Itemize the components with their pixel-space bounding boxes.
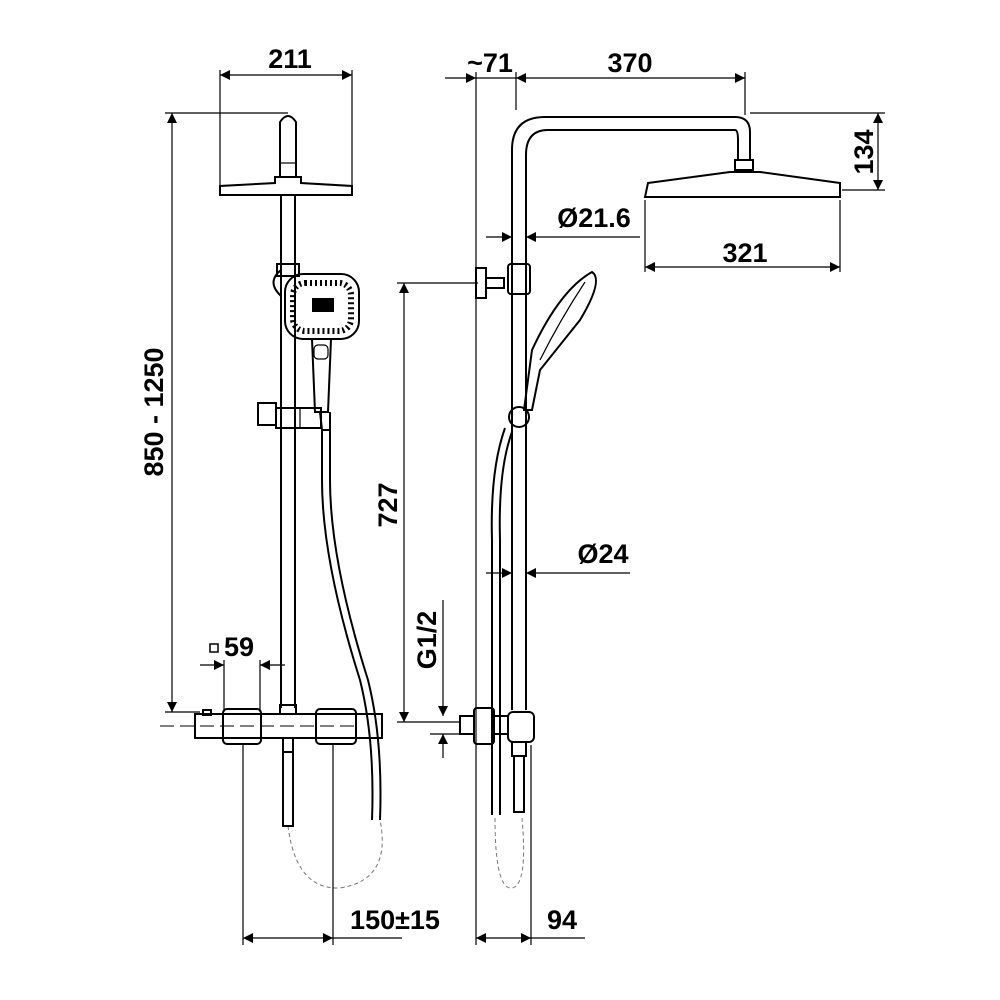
front-view: 211 850 - 1250 59 150±15 xyxy=(139,44,440,945)
dim-arm-length: 370 xyxy=(516,48,746,115)
dim-height-range: 850 - 1250 xyxy=(139,112,288,713)
dim-upper-tube: Ø21.6 xyxy=(486,203,640,242)
side-view: ~71 370 134 Ø21.6 321 xyxy=(373,48,885,945)
dim-label-94: 94 xyxy=(547,905,577,935)
wall-bracket-side xyxy=(475,263,531,299)
shower-hose-front xyxy=(287,430,383,889)
dim-thermostat-square: 59 xyxy=(200,632,285,712)
overhead-shower-front xyxy=(219,115,353,196)
dim-label-727: 727 xyxy=(373,482,403,527)
dim-wall-offset: ~71 xyxy=(445,48,517,945)
dim-bracket-height: 727 xyxy=(373,282,478,723)
dim-label-370: 370 xyxy=(607,48,652,78)
dim-label-134: 134 xyxy=(849,129,879,174)
dim-thread: G1/2 xyxy=(412,600,462,758)
hand-shower-front xyxy=(284,273,360,413)
dim-label-321: 321 xyxy=(722,238,767,268)
dim-label-211: 211 xyxy=(268,44,312,74)
dim-label-150: 150±15 xyxy=(350,905,440,935)
riser-rail-front xyxy=(280,195,296,708)
holder-knob xyxy=(272,269,282,297)
dim-head-diameter: 321 xyxy=(644,200,841,272)
slider-knob-side xyxy=(508,406,530,428)
square-symbol-icon xyxy=(209,643,219,653)
shower-hose-side xyxy=(490,427,525,889)
dim-inlet-spacing: 150±15 xyxy=(242,745,440,945)
dim-label-59: 59 xyxy=(224,632,254,662)
dim-depth: 94 xyxy=(476,745,585,945)
dim-label-21-6: Ø21.6 xyxy=(557,203,631,233)
hand-shower-holder xyxy=(276,263,300,277)
slider-front xyxy=(257,402,331,431)
dim-lower-tube: Ø24 xyxy=(486,539,630,578)
thermostat-mixer-side xyxy=(459,707,535,813)
dim-head-height: 134 xyxy=(750,112,885,191)
thermostat-mixer-front xyxy=(160,704,383,827)
hand-shower-side xyxy=(522,270,597,411)
dim-label-height: 850 - 1250 xyxy=(139,347,169,476)
dim-label-g12: G1/2 xyxy=(412,611,442,670)
dim-head-width: 211 xyxy=(219,44,353,190)
dim-label-71: ~71 xyxy=(467,48,513,78)
dim-label-24: Ø24 xyxy=(577,539,628,569)
overhead-shower-side xyxy=(643,171,841,198)
riser-arm-side xyxy=(511,116,754,710)
